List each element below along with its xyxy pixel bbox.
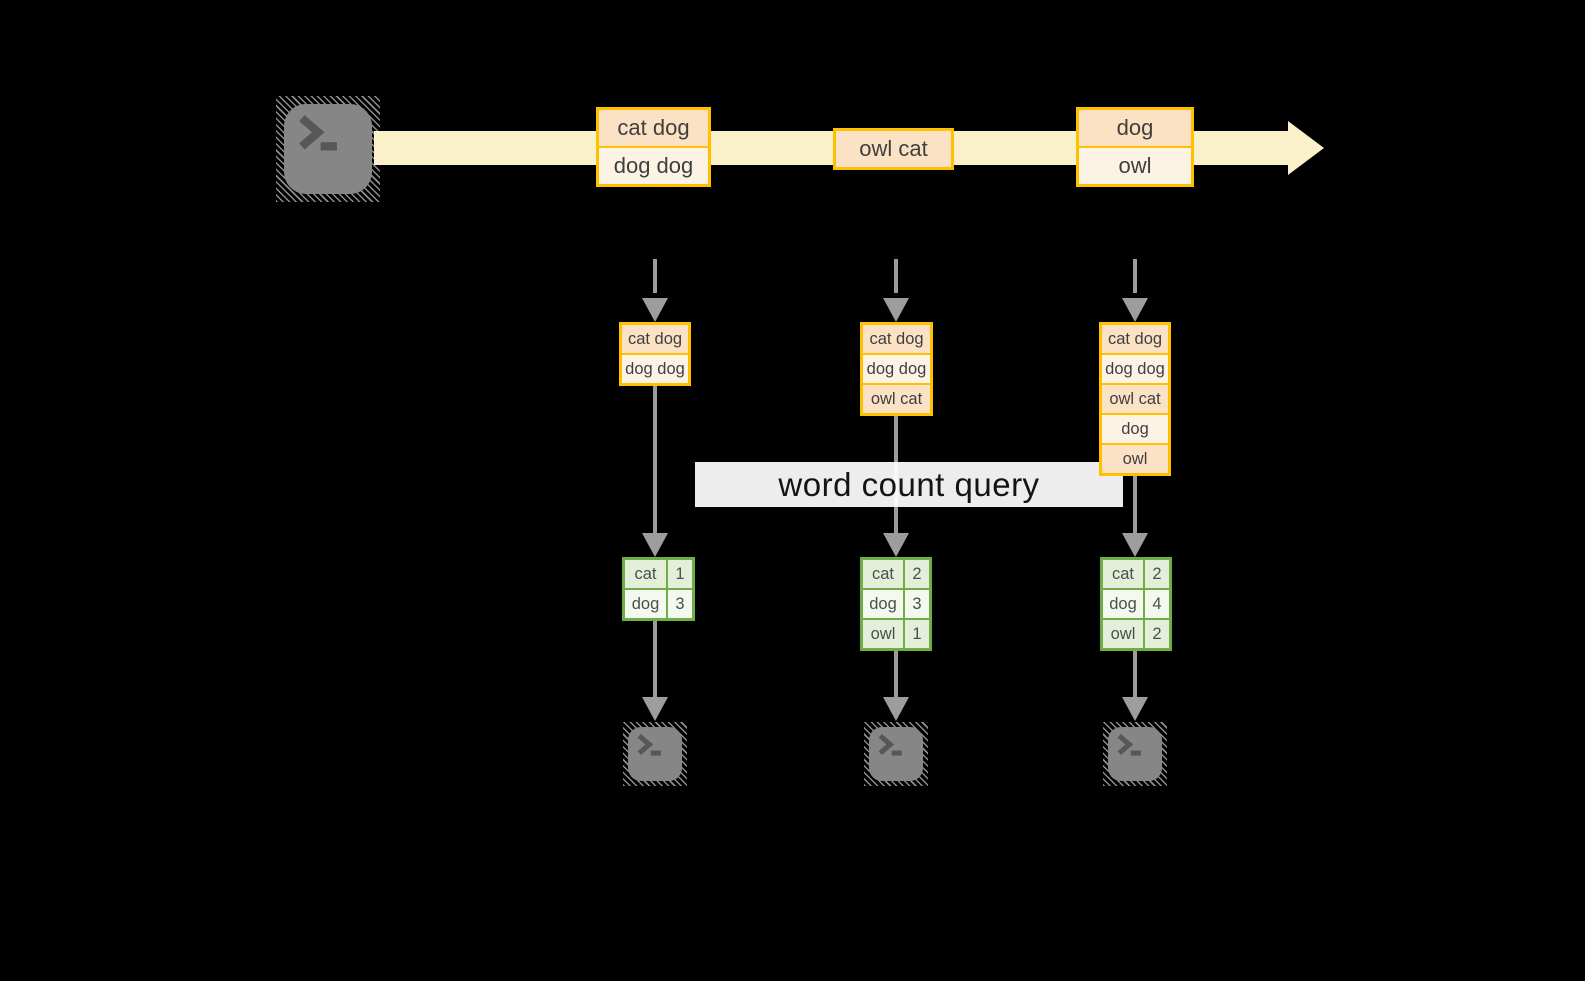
stream-event-text: owl <box>1079 148 1191 184</box>
batch-arrow-dash <box>653 259 657 293</box>
stream-event-text: owl cat <box>836 131 951 167</box>
terminal-prompt-icon <box>1117 733 1141 756</box>
sink-terminal-icon <box>1103 722 1167 786</box>
buffer-line-text: owl <box>1102 445 1168 473</box>
query-arrowhead-icon <box>1122 533 1148 557</box>
count-value-cell: 3 <box>668 590 692 618</box>
terminal-prompt-icon <box>299 115 338 151</box>
batch-arrow-dash <box>894 259 898 293</box>
result-arrow-line <box>894 651 898 698</box>
buffer-line-text: owl cat <box>863 385 930 413</box>
count-word-cell: cat <box>863 560 903 588</box>
count-value-cell: 1 <box>905 620 929 648</box>
sink-terminal-icon <box>864 722 928 786</box>
stream-arrowhead-icon <box>1288 121 1324 175</box>
count-value-cell: 3 <box>905 590 929 618</box>
wordcount-query-label: word count query <box>778 465 1040 503</box>
stream-event-box: owl cat <box>833 128 954 170</box>
query-arrow-line <box>653 386 657 534</box>
source-terminal-icon <box>276 96 380 202</box>
query-arrowhead-icon <box>883 533 909 557</box>
batch-arrowhead-icon <box>642 298 668 322</box>
count-word-cell: cat <box>625 560 666 588</box>
sink-terminal-icon <box>623 722 687 786</box>
query-arrow-line <box>1133 476 1137 534</box>
result-arrow-line <box>653 621 657 698</box>
stream-event-text: dog dog <box>599 148 708 184</box>
result-arrowhead-icon <box>1122 697 1148 721</box>
stream-event-text: cat dog <box>599 110 708 146</box>
query-arrowhead-icon <box>642 533 668 557</box>
batch-arrow-dash <box>1133 259 1137 293</box>
count-value-cell: 1 <box>668 560 692 588</box>
buffer-line-text: owl cat <box>1102 385 1168 413</box>
count-value-cell: 2 <box>1145 620 1169 648</box>
batch-arrowhead-icon <box>883 298 909 322</box>
count-word-cell: cat <box>1103 560 1143 588</box>
buffer-line-text: dog <box>1102 415 1168 443</box>
buffer-line-text: dog dog <box>622 355 688 383</box>
result-arrow-line <box>1133 651 1137 698</box>
count-value-cell: 2 <box>1145 560 1169 588</box>
buffer-line-text: dog dog <box>1102 355 1168 383</box>
buffer-line-text: cat dog <box>622 325 688 353</box>
count-word-cell: dog <box>863 590 903 618</box>
buffer-line-text: cat dog <box>1102 325 1168 353</box>
buffer-line-text: dog dog <box>863 355 930 383</box>
wordcount-query-banner: word count query <box>695 462 1123 507</box>
stream-event-text: dog <box>1079 110 1191 146</box>
count-word-cell: dog <box>1103 590 1143 618</box>
count-word-cell: owl <box>863 620 903 648</box>
terminal-prompt-icon <box>637 733 661 756</box>
count-value-cell: 2 <box>905 560 929 588</box>
buffer-line-text: cat dog <box>863 325 930 353</box>
result-arrowhead-icon <box>883 697 909 721</box>
count-word-cell: dog <box>625 590 666 618</box>
result-arrowhead-icon <box>642 697 668 721</box>
terminal-prompt-icon <box>878 733 902 756</box>
count-word-cell: owl <box>1103 620 1143 648</box>
count-value-cell: 4 <box>1145 590 1169 618</box>
batch-arrowhead-icon <box>1122 298 1148 322</box>
